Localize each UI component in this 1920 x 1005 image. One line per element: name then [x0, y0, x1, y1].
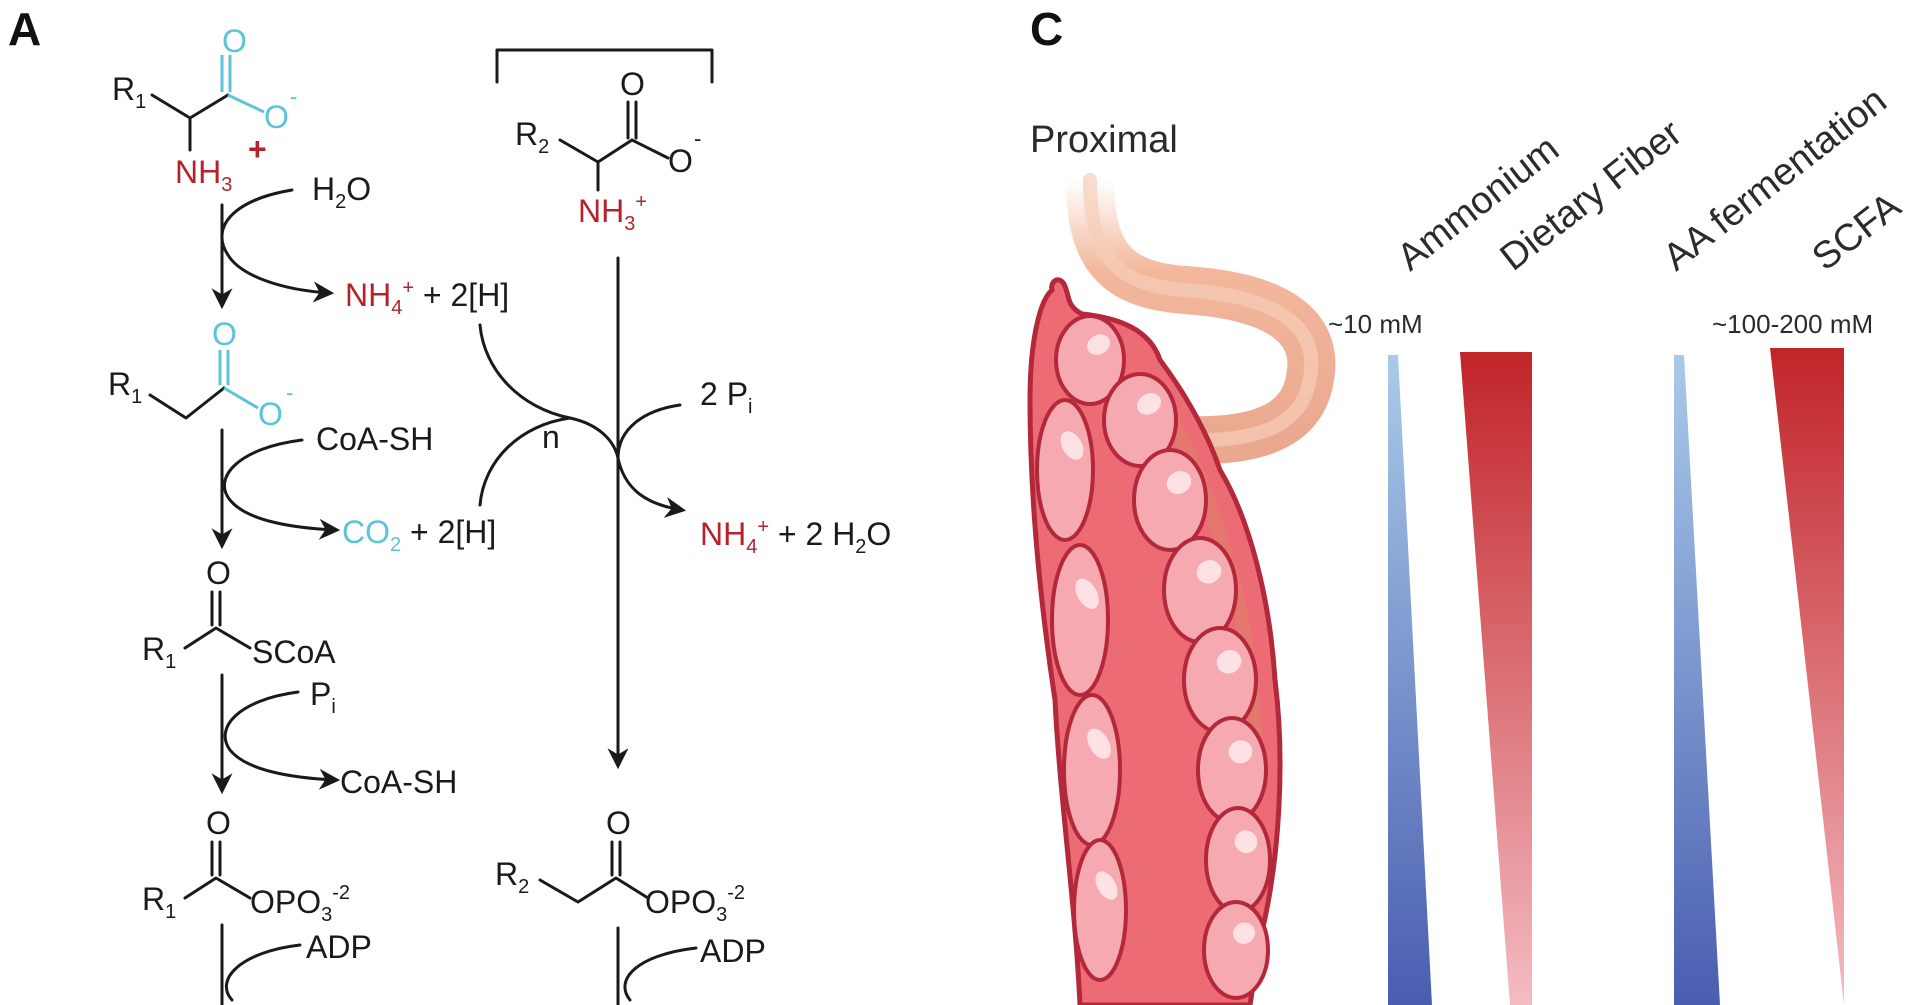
colon-haustra: [1035, 314, 1272, 1000]
amine-plus: +: [248, 131, 267, 167]
haustrum-lobe: [1132, 448, 1208, 552]
r2-label: R2: [515, 116, 549, 158]
coupling-arc-bottom: [478, 416, 572, 507]
haustrum-highlight: [1087, 334, 1110, 355]
r2-acylp: R2: [495, 856, 529, 898]
scoa-label: SCoA: [252, 634, 336, 670]
haustrum-highlight: [1075, 578, 1099, 609]
proximal-label: Proximal: [1030, 119, 1178, 161]
acid-o: O: [212, 316, 237, 352]
bracket: [495, 48, 714, 84]
haustrum-lobe: [1062, 693, 1122, 847]
haustrum-lobe: [1050, 543, 1110, 697]
haustrum-highlight: [1232, 922, 1256, 944]
concentration-scfa: ~100-200 mM: [1712, 309, 1873, 339]
curved-arrow-step1: [220, 188, 335, 303]
haustrum-highlight: [1166, 471, 1192, 494]
r2-nh3: NH3+: [578, 191, 647, 235]
thioester-r1: O R1 SCoA: [142, 555, 336, 673]
curved-arrow-step3: [223, 690, 341, 790]
amine-nh3: NH3: [175, 154, 232, 196]
haustrum-lobe: [1202, 900, 1270, 1000]
panel-label-c: C: [1030, 3, 1063, 55]
r2-minus: -: [694, 126, 701, 151]
haustrum-highlight: [1196, 560, 1222, 584]
r1-acylp: R1: [142, 881, 176, 923]
r2-o: O: [620, 66, 645, 102]
acylphosphate-r2: O R2 OPO3-2: [495, 805, 745, 926]
opo3-label: OPO3-2: [250, 882, 350, 926]
carboxyl-o: O: [222, 23, 247, 59]
concentration-ammonium: ~10 mM: [1328, 309, 1423, 339]
carboxyl-o-minus: O: [264, 99, 289, 135]
r1-label: R1: [112, 71, 146, 113]
r1-acid: R1: [108, 366, 142, 408]
charge-minus: -: [290, 84, 297, 109]
cycle-n: n: [542, 419, 560, 455]
acid-o-minus: O: [258, 396, 283, 432]
thioester-o: O: [206, 555, 231, 591]
coupling-arc-top: [478, 323, 620, 460]
reactant-h2o: H2O: [312, 171, 371, 213]
dietary-fiber-gradient-bar: [1460, 352, 1532, 1005]
panel-label-a: A: [8, 3, 41, 55]
product-co2-2h: CO2 + 2[H]: [342, 514, 496, 556]
reactant-pi: Pi: [310, 676, 336, 718]
small-intestine: [1066, 156, 1336, 465]
haustrum-highlight: [1234, 830, 1258, 854]
curved-in-pi: [616, 403, 682, 460]
acylp-o: O: [206, 805, 231, 841]
curved-out-nh4: [616, 456, 687, 518]
haustrum-highlight: [1095, 871, 1118, 900]
haustrum-lobe: [1196, 716, 1268, 824]
haustrum-highlight: [1136, 393, 1162, 415]
curved-arrow-step4: [225, 943, 302, 1002]
haustrum-highlight: [1228, 740, 1253, 764]
haustrum-highlight: [1060, 431, 1084, 460]
reactant-coash: CoA-SH: [316, 421, 433, 457]
opo3-label-2: OPO3-2: [645, 882, 745, 926]
haustrum-lobe: [1072, 838, 1128, 982]
carboxylate-r1: O R1 O -: [108, 316, 293, 432]
acylphosphate-r1: O R1 OPO3-2: [142, 805, 350, 926]
r2-o-minus: O: [668, 143, 693, 179]
product-nh4-2h2o: NH4+ + 2 H2O: [700, 516, 891, 558]
product-coash: CoA-SH: [340, 764, 457, 800]
colon-illustration: [1027, 277, 1283, 1005]
amino-acid-r2: O R2 O - NH3+: [515, 66, 701, 235]
haustrum-highlight: [1216, 650, 1242, 674]
curved-arrow-step2: [223, 438, 341, 540]
reactant-adp-left: ADP: [306, 929, 372, 965]
curved-arrow-right-adp: [623, 946, 698, 1002]
haustrum-lobe: [1035, 398, 1095, 542]
product-nh4-2h: NH4+ + 2[H]: [345, 277, 509, 319]
header-scfa: SCFA: [1805, 184, 1910, 279]
acylp2-o: O: [606, 805, 631, 841]
scfa-gradient-bar: [1770, 348, 1844, 1005]
aa-fermentation-gradient-bar: [1674, 355, 1720, 1005]
acid-minus: -: [286, 380, 293, 405]
r1-thioester: R1: [142, 631, 176, 673]
haustrum-highlight: [1087, 728, 1111, 759]
amino-acid-r1: R1 O O - NH3 +: [112, 23, 297, 196]
reactant-2pi: 2 Pi: [700, 376, 752, 418]
reactant-adp-right: ADP: [700, 933, 766, 969]
ammonium-gradient-bar: [1388, 355, 1432, 1005]
haustrum-lobe: [1204, 806, 1272, 914]
haustrum-lobe: [1162, 536, 1238, 644]
haustrum-lobe: [1182, 626, 1258, 734]
